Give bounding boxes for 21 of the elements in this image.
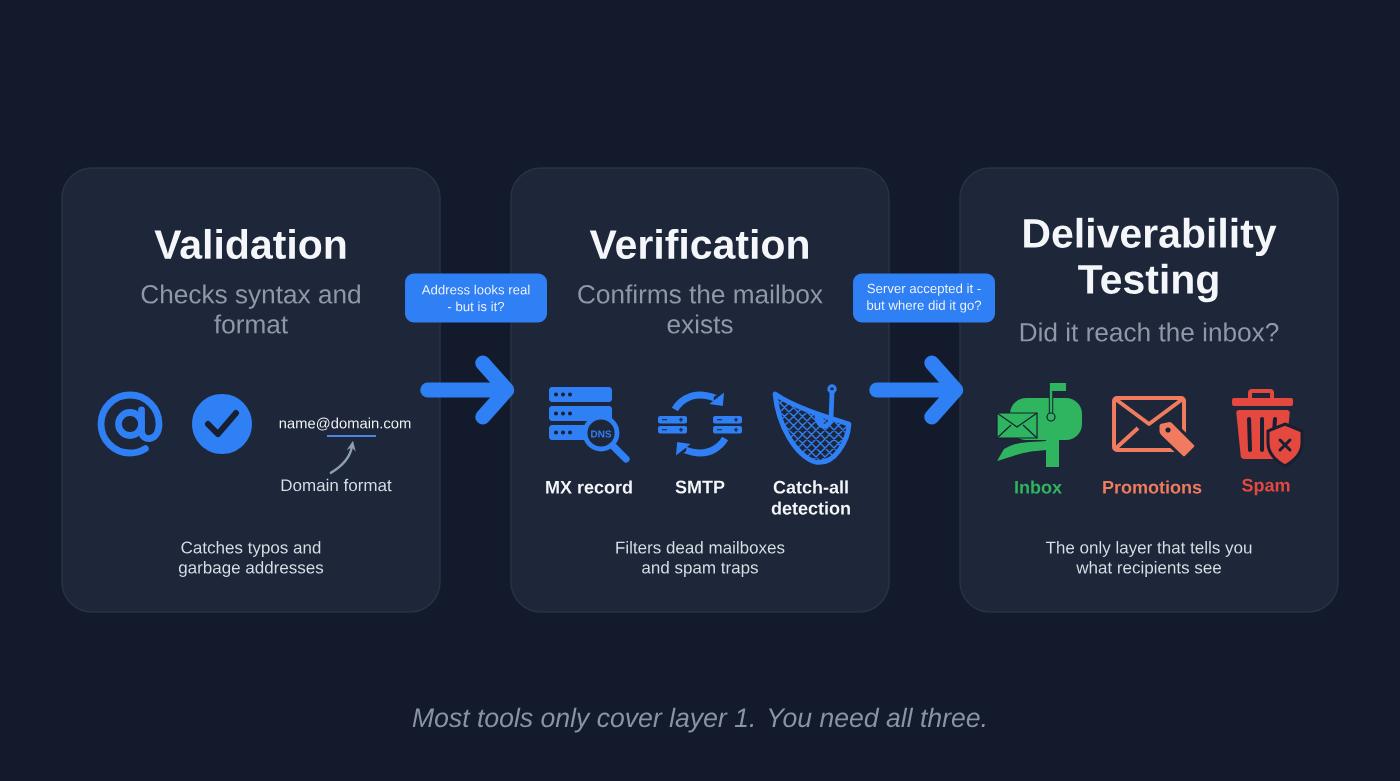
icon-label: MX record	[546, 480, 632, 494]
callout-bubble: Server accepted it - but where did it go?	[853, 273, 995, 323]
card-description: Catches typos and garbage addresses	[178, 541, 324, 577]
icon-label: Inbox	[1015, 480, 1062, 494]
note-label: Domain format	[281, 478, 392, 492]
icon-label: Promotions	[1103, 480, 1202, 494]
email-address: name@domain.com	[279, 417, 411, 431]
card-subtitle: Confirms the mailbox exists	[578, 284, 823, 334]
card-description: Filters dead mailboxes and spam traps	[616, 541, 785, 577]
card-title: Validation	[154, 228, 346, 260]
icon-label: Catch-all detection	[771, 480, 850, 515]
callout-bubble: Address looks real - but is it?	[405, 273, 547, 323]
card-subtitle: Checks syntax and format	[141, 284, 360, 334]
card-subtitle: Did it reach the inbox?	[1020, 322, 1279, 342]
icon-label: SMTP	[675, 480, 725, 494]
icon-text: DNS	[591, 430, 612, 438]
caption: Most tools only cover layer 1. You need all three.	[412, 707, 985, 733]
card-title: Verification	[589, 228, 808, 260]
card-title: Deliverability Testing	[1024, 217, 1277, 303]
icon-label: Spam	[1242, 478, 1290, 496]
card-description: The only layer that tells you what recipients see	[1045, 541, 1252, 577]
